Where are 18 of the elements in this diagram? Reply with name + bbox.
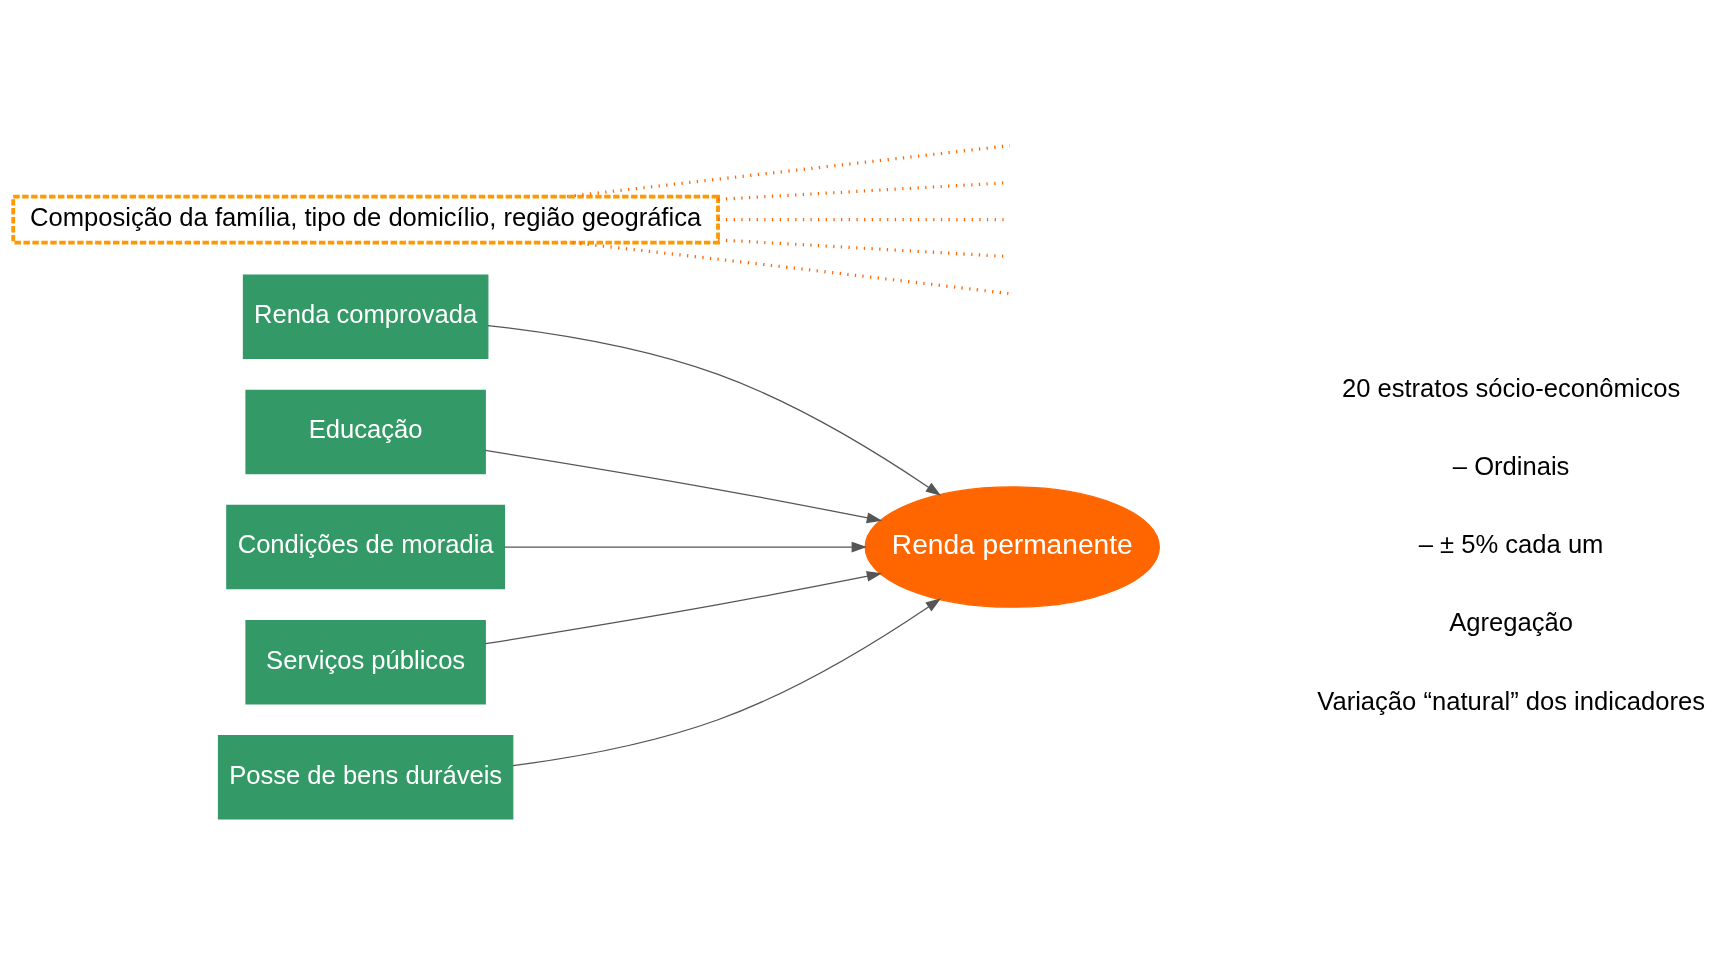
node-box: Condições de moradia — [226, 504, 506, 590]
arrow — [484, 449, 883, 524]
node-box: Posse de bens duráveis — [217, 735, 514, 820]
node-box: Renda comprovada — [242, 274, 489, 360]
label: – ± 5% cada um — [1418, 530, 1604, 559]
node-box: Composição da família, tipo de domicílio, região geográfica — [11, 194, 720, 245]
label: – Ordinais — [1452, 452, 1570, 481]
arrow — [484, 571, 883, 645]
node-box: Serviços públicos — [245, 620, 486, 705]
connector — [567, 143, 1010, 199]
arrow — [512, 598, 942, 767]
label: Agregação — [1449, 608, 1573, 637]
connector — [572, 241, 1011, 296]
label: 20 estratos sócio-econômicos — [1341, 374, 1681, 403]
arrow — [504, 541, 867, 553]
node-box: Educação — [245, 389, 486, 475]
arrow — [487, 324, 942, 496]
label: Variação “natural” dos indicadores — [1317, 686, 1705, 715]
